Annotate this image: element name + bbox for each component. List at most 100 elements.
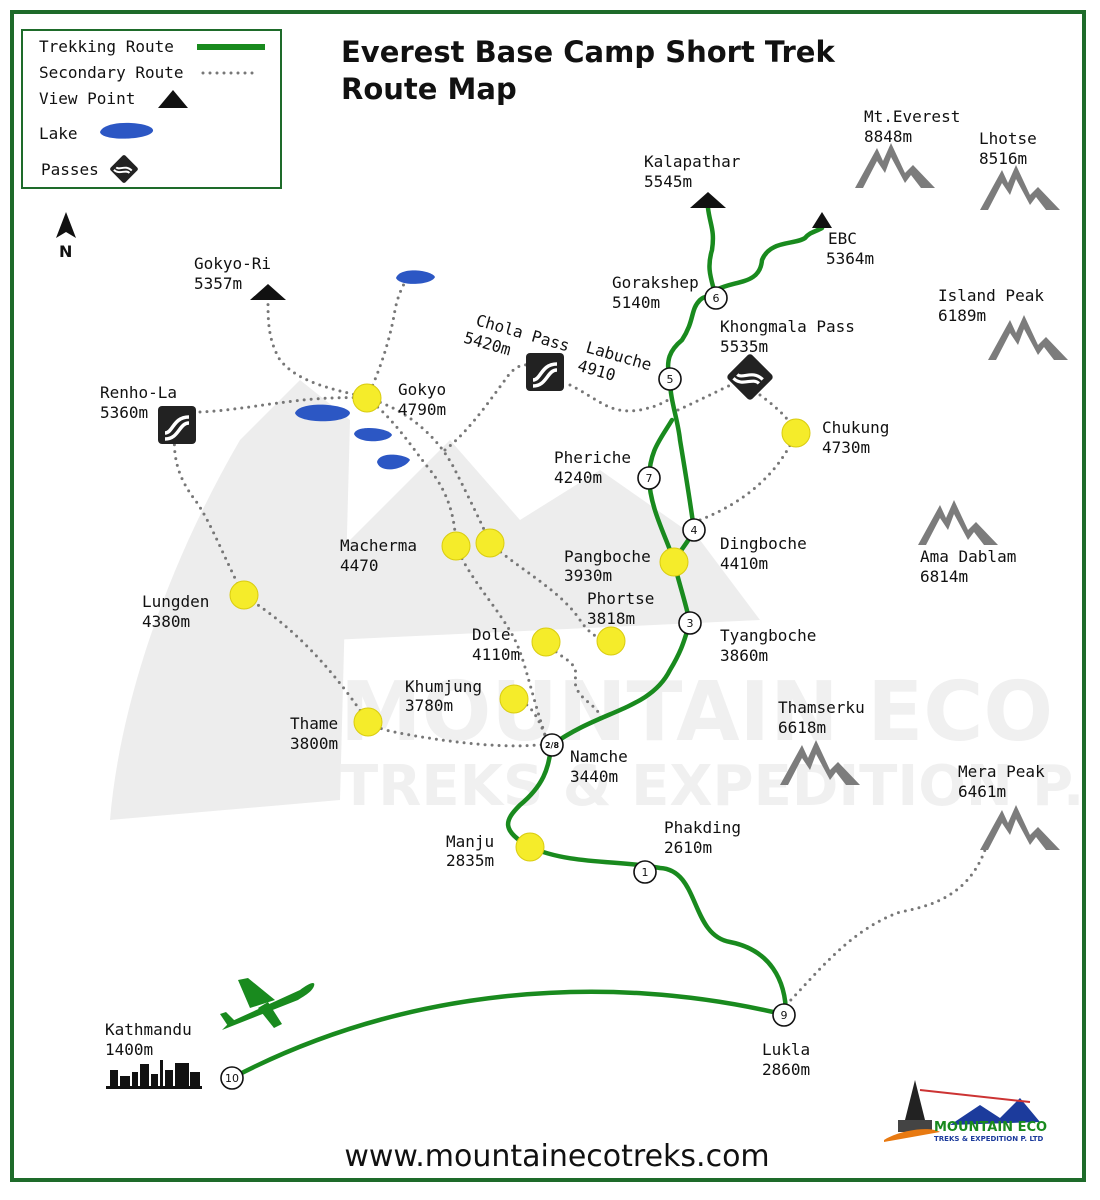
place-alt: 5140m — [612, 293, 660, 312]
stops — [229, 383, 811, 862]
map-subtitle: Route Map — [341, 72, 517, 106]
place-alt: 3780m — [405, 696, 453, 715]
place-alt: 4110m — [472, 645, 520, 664]
stop-marker — [229, 580, 259, 610]
peak-name: Lhotse — [979, 129, 1037, 148]
khongmala-pass-icon — [724, 351, 776, 403]
place-name: Tyangboche — [720, 626, 816, 645]
waypoint-marker — [772, 1003, 796, 1027]
waypoint-marker — [658, 367, 682, 391]
lake-icon — [354, 427, 392, 442]
waypoint-label: 2/8 — [545, 741, 559, 750]
stop-marker — [515, 832, 545, 862]
peak-alt: 8516m — [979, 149, 1027, 168]
place-alt: 3800m — [290, 734, 338, 753]
place-name: Phakding — [664, 818, 741, 837]
company-logo: MOUNTAIN ECO TREKS & EXPEDITION P. LTD — [884, 1080, 1047, 1143]
place-alt: 5364m — [826, 249, 874, 268]
peak-name: Island Peak — [938, 286, 1044, 305]
place-name: Chukung — [822, 418, 889, 437]
logo-subtitle: TREKS & EXPEDITION P. LTD — [934, 1135, 1044, 1143]
place-name: Renho-La — [100, 383, 177, 402]
place-alt: 4410m — [720, 554, 768, 573]
peak-alt: 6189m — [938, 306, 986, 325]
waypoint-marker — [704, 286, 728, 310]
peak-alt: 6461m — [958, 782, 1006, 801]
legend: Trekking Route Secondary Route View Poin… — [21, 29, 282, 189]
viewpoint-icon — [158, 90, 188, 108]
place-name: Lukla — [762, 1040, 810, 1059]
place-alt: 3818m — [587, 609, 635, 628]
place-name: Namche — [570, 747, 628, 766]
stop-marker — [499, 684, 529, 714]
place-alt: 3930m — [564, 566, 612, 585]
waypoint-marker — [220, 1066, 244, 1090]
place-name: Dole — [472, 625, 511, 644]
place-name: Manju — [446, 832, 494, 851]
place-name: Pheriche — [554, 448, 631, 467]
kalapathar-viewpoint-icon — [690, 192, 726, 208]
peak-alt: 6618m — [778, 718, 826, 737]
place-alt: 3440m — [570, 767, 618, 786]
peak-labels: Mt.Everest 8848m Lhotse 8516m Island Pea… — [778, 107, 1045, 801]
renho-la-pass-icon — [156, 404, 198, 446]
airplane-icon — [220, 978, 315, 1030]
waypoints: 6 5 7 4 3 2/8 1 9 10 — [220, 286, 796, 1090]
lake-icon — [295, 404, 350, 422]
watermark-text: MOUNTAIN ECO — [340, 665, 1053, 760]
place-name: Gorakshep — [612, 273, 699, 292]
peak-name: Mt.Everest — [864, 107, 960, 126]
map-frame — [10, 10, 1086, 1182]
stop-marker — [781, 418, 811, 448]
watermark-subtext: TREKS & EXPEDITION P. LTD — [340, 754, 1100, 819]
place-alt: 3860m — [720, 646, 768, 665]
place-name: Kathmandu — [105, 1020, 192, 1039]
map-title: Everest Base Camp Short Trek — [341, 35, 835, 69]
website-url: www.mountainecotreks.com — [344, 1139, 769, 1174]
place-alt: 4380m — [142, 612, 190, 631]
lake-icon — [396, 270, 435, 284]
place-alt: 5360m — [100, 403, 148, 422]
place-alt: 4730m — [822, 438, 870, 457]
place-alt: 5535m — [720, 337, 768, 356]
waypoint-marker — [682, 518, 706, 542]
waypoint-marker — [637, 466, 661, 490]
logo-name: MOUNTAIN ECO — [934, 1120, 1047, 1135]
place-alt: 2835m — [446, 851, 494, 870]
waypoint-marker — [633, 860, 657, 884]
place-name: EBC — [828, 229, 857, 248]
place-name: Khongmala Pass — [720, 317, 855, 336]
place-alt: 2610m — [664, 838, 712, 857]
place-alt: 5357m — [194, 274, 242, 293]
lake-icon — [377, 454, 410, 470]
place-name: Kalapathar — [644, 152, 741, 171]
place-name: Gokyo-Ri — [194, 254, 271, 273]
legend-lake-label: Lake — [39, 124, 78, 143]
waypoint-label: 9 — [781, 1009, 788, 1022]
stop-marker — [659, 547, 689, 577]
city-skyline-icon — [106, 1060, 202, 1089]
stop-marker — [531, 627, 561, 657]
legend-viewpoint-label: View Point — [39, 89, 135, 108]
place-name: Phortse — [587, 589, 654, 608]
place-alt: 1400m — [105, 1040, 153, 1059]
peak-alt: 8848m — [864, 127, 912, 146]
gokyo-ri-viewpoint-icon — [250, 284, 286, 300]
place-labels: Kalapathar 5545m EBC 5364m Gorakshep 514… — [100, 152, 889, 1079]
everest-mountain-icon — [855, 143, 935, 188]
lhotse-mountain-icon — [980, 165, 1060, 210]
place-alt: 4790m — [398, 400, 446, 419]
place-name: Gokyo — [398, 380, 446, 399]
legend-trekking-label: Trekking Route — [39, 37, 174, 56]
waypoint-label: 3 — [687, 617, 694, 630]
waypoint-label: 7 — [646, 472, 653, 485]
waypoint-marker — [540, 733, 564, 757]
watermark: MOUNTAIN ECO TREKS & EXPEDITION P. LTD — [110, 380, 1100, 820]
place-name: Pangboche — [564, 547, 651, 566]
stop-marker — [352, 383, 382, 413]
place-alt: 4240m — [554, 468, 602, 487]
waypoint-label: 5 — [667, 373, 674, 386]
place-name: Thame — [290, 714, 338, 733]
place-name: Lungden — [142, 592, 209, 611]
